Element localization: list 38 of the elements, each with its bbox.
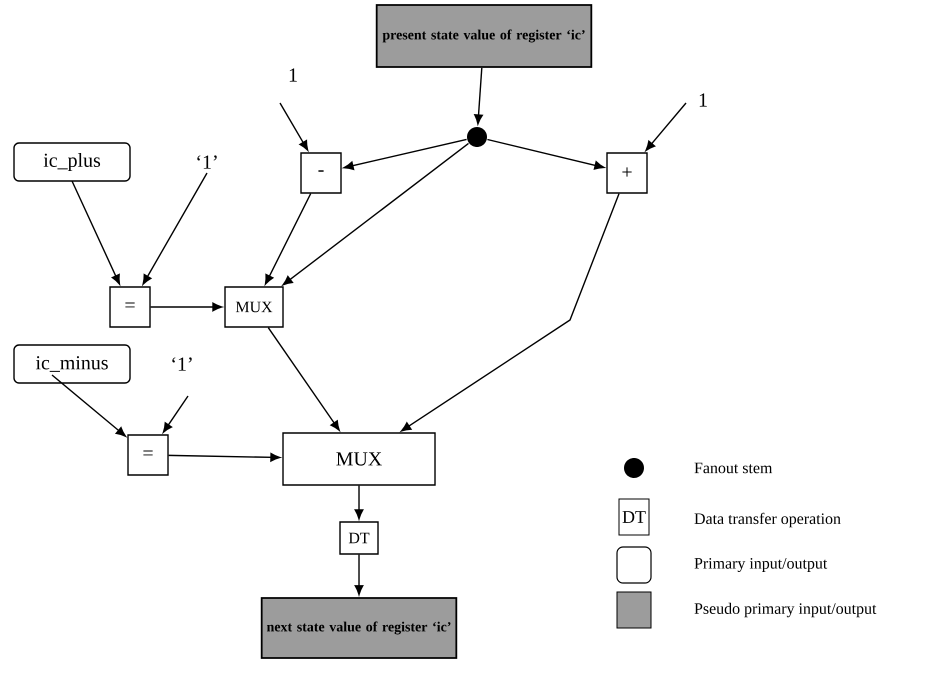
arrow bbox=[168, 452, 280, 462]
arrow bbox=[150, 302, 222, 312]
input-label: 1 bbox=[290, 68, 297, 82]
arrow bbox=[354, 554, 364, 596]
operation-box: MUX bbox=[224, 286, 284, 328]
input-label: ‘1’ bbox=[197, 155, 217, 169]
arrow bbox=[268, 327, 340, 431]
operation-box: + bbox=[606, 152, 648, 194]
legend-box: DT bbox=[618, 498, 650, 536]
arrow bbox=[354, 486, 364, 520]
input-box: ic_minus bbox=[13, 344, 131, 384]
operation-box: = bbox=[127, 434, 169, 476]
legend-text: Primary input/output bbox=[694, 558, 828, 572]
arrow bbox=[264, 193, 312, 285]
input-box: ic_plus bbox=[13, 142, 131, 182]
arrow bbox=[487, 138, 604, 170]
state-box: next state value of register ‘ic’ bbox=[260, 597, 458, 659]
state-box: present state value of register ‘ic’ bbox=[376, 4, 592, 68]
arrow bbox=[344, 138, 467, 170]
input-label: ‘1’ bbox=[172, 357, 192, 371]
operation-box: = bbox=[109, 286, 151, 328]
fanout-dot bbox=[467, 127, 487, 147]
legend-text: Fanout stem bbox=[694, 462, 772, 474]
operation-box: MUX bbox=[282, 432, 436, 486]
legend-text: Pseudo primary input/output bbox=[694, 602, 876, 618]
arrow bbox=[279, 102, 308, 151]
arrow bbox=[474, 68, 483, 124]
arrow bbox=[71, 180, 120, 285]
arrow bbox=[162, 396, 189, 433]
operation-box: DT bbox=[339, 521, 379, 555]
arrow bbox=[282, 142, 469, 286]
arrow bbox=[142, 172, 208, 285]
arrow bbox=[645, 102, 687, 151]
arrow bbox=[52, 374, 126, 437]
arrow bbox=[400, 193, 620, 432]
input-label: 1 bbox=[700, 93, 707, 107]
legend-text: Data transfer operation bbox=[694, 512, 841, 528]
operation-box: - bbox=[300, 152, 342, 194]
